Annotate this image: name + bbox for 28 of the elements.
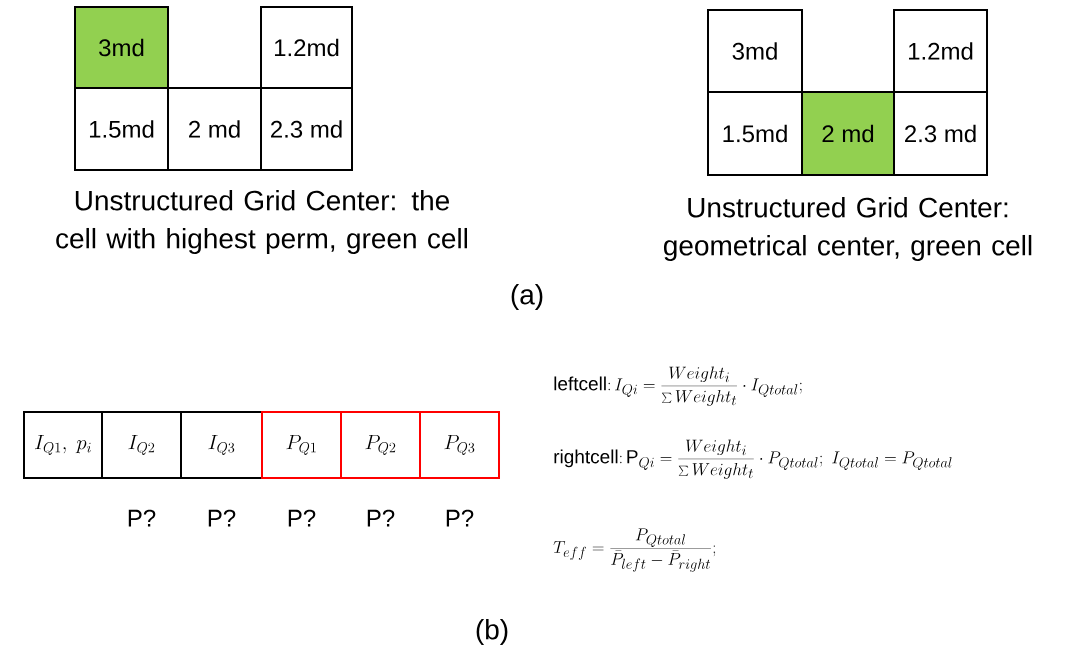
cell-box: 3md bbox=[707, 9, 803, 93]
caption: Unstructured Grid Center: the cell with highest perm, green cell bbox=[56, 189, 467, 255]
cell-label: P? bbox=[208, 509, 236, 527]
cell-box: $P_{Q3}$ bbox=[419, 411, 500, 479]
caption: (a) bbox=[511, 283, 543, 311]
cell-box: $P_{Q1}$ bbox=[261, 411, 342, 479]
cell-box: 2.3 md bbox=[260, 87, 353, 171]
cell-label: P? bbox=[128, 509, 156, 527]
formula: $\mathrm{rightcell}\colon \mathrm{P}_{Qi} = \frac{Weight_{i}}{\sum Weight_{t}} \cdot P_{Qtotal};\ I_{Qtotal} = P_{Qtotal}$ bbox=[554, 439, 952, 479]
cell-box: 2 md bbox=[167, 87, 262, 171]
cell-box: 1.2md bbox=[893, 9, 988, 93]
cell-box: $P_{Q2}$ bbox=[340, 411, 421, 479]
formula: $T_{eff} = \frac{P_{Qtotal}}{\bar{P}_{left} - \bar{P}_{right}};$ bbox=[553, 528, 716, 572]
cell-box: 1.5md bbox=[707, 91, 803, 176]
cell-box: 1.2md bbox=[260, 6, 353, 89]
cell-box: 2 md bbox=[801, 91, 895, 176]
cell-label: P? bbox=[288, 509, 316, 527]
cell-label: P? bbox=[446, 509, 474, 527]
cell-label: P? bbox=[367, 509, 395, 527]
cell-box: $I_{Q2}$ bbox=[101, 411, 182, 479]
formula: $\mathrm{leftcell}\colon I_{Qi} = \frac{Weight_{i}}{\sum Weight_{t}} \cdot I_{Qtotal};$ bbox=[554, 366, 802, 406]
caption: (b) bbox=[476, 619, 508, 646]
cell-box: $I_{Q1},\ p_{i}$ bbox=[23, 411, 103, 479]
cell-box: 1.5md bbox=[74, 87, 169, 171]
cell-box: $I_{Q3}$ bbox=[180, 411, 263, 479]
cell-box: 3md bbox=[74, 6, 169, 89]
caption: Unstructured Grid Center: geometrical center, green cell bbox=[664, 196, 1032, 262]
cell-box: 2.3 md bbox=[893, 91, 988, 176]
